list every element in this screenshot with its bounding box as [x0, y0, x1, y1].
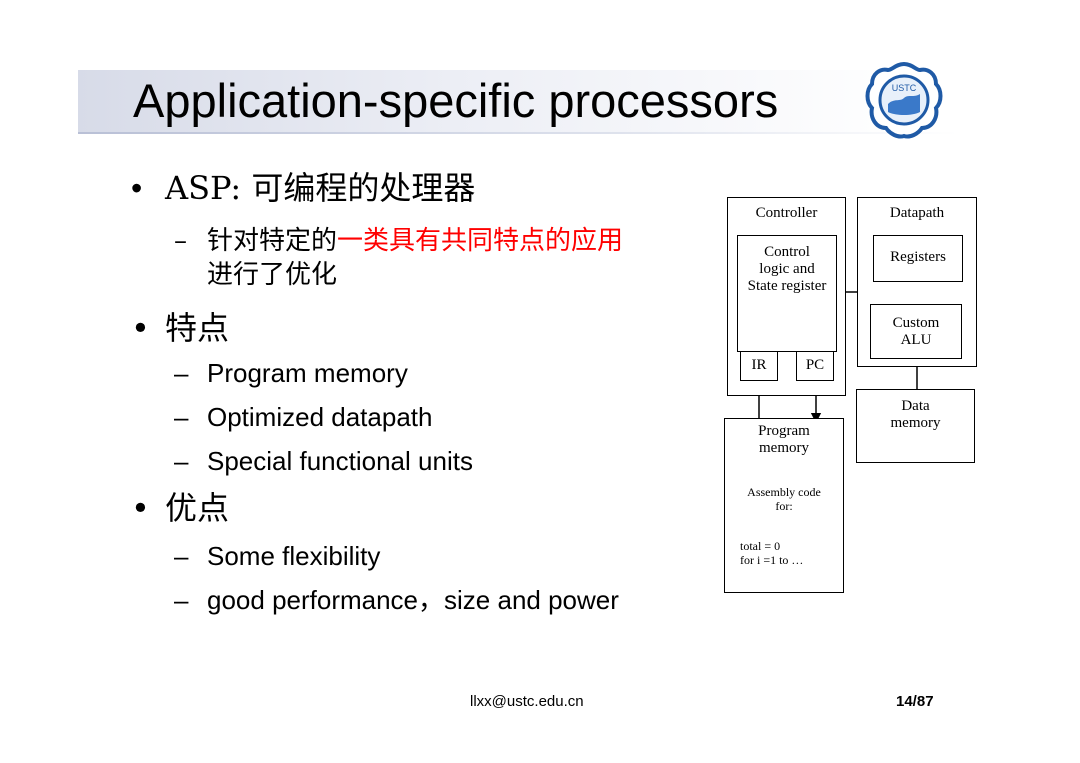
sub-bullet-marker: –: [174, 226, 187, 256]
assembly-code-label: Assembly code for:: [747, 485, 821, 513]
controller-label: Controller: [755, 205, 818, 221]
bullet-text: ASP: 可编程的处理器: [165, 169, 476, 207]
bullet-text: 优点: [165, 489, 230, 527]
custom-alu-label: Custom ALU: [892, 315, 940, 348]
page-number: 14/87: [896, 693, 934, 710]
bullet-text: 特点: [165, 309, 230, 347]
sub-bullet-text: 针对特定的: [207, 226, 338, 256]
bullet-asp: • ASP: 可编程的处理器: [131, 169, 476, 207]
ir-register-box: [740, 351, 778, 381]
pc-label: PC: [805, 357, 825, 373]
svg-text:USTC: USTC: [892, 83, 917, 93]
sub-bullet-text: Optimized datapath: [207, 402, 433, 432]
control-logic-box: [737, 235, 837, 352]
bullet-marker: •: [131, 309, 150, 347]
sub-bullet-marker: –: [174, 446, 189, 476]
sub-bullet-text: Program memory: [207, 358, 408, 388]
bullet-advantages: • 优点: [131, 489, 230, 527]
code-snippet: total = 0 for i =1 to …: [740, 539, 804, 567]
ir-label: IR: [751, 357, 767, 373]
sub-bullet-text: Special functional units: [207, 446, 473, 476]
data-memory-box: [856, 389, 975, 463]
bullet-marker: •: [131, 489, 150, 527]
sub-bullet-marker: –: [174, 402, 189, 432]
sub-bullet-flexibility: – Some flexibility: [174, 540, 381, 572]
sub-bullet-text: good performance，size and power: [207, 585, 619, 615]
sub-bullet-continuation: 进行了优化: [207, 260, 338, 290]
bullet-features: • 特点: [131, 309, 230, 347]
sub-bullet-optimized-for: – 针对特定的一类具有共同特点的应用: [174, 225, 624, 257]
registers-label: Registers: [890, 249, 946, 265]
registers-box: [873, 235, 963, 282]
data-memory-label: Data memory: [890, 398, 941, 431]
slide-title: Application-specific processors: [133, 74, 779, 127]
program-memory-label: Program memory: [758, 423, 810, 456]
footer-email: llxx@ustc.edu.cn: [470, 693, 584, 710]
title-band: [78, 70, 908, 132]
sub-bullet-program-memory: – Program memory: [174, 357, 408, 389]
pc-register-box: [796, 351, 834, 381]
custom-alu-box: [870, 304, 962, 359]
sub-bullet-performance: – good performance，size and power: [174, 584, 619, 616]
highlighted-text: 一类具有共同特点的应用: [337, 226, 624, 256]
bullet-marker: •: [131, 170, 143, 206]
sub-bullet-marker: –: [174, 585, 189, 615]
program-memory-box: [724, 418, 844, 593]
sub-bullet-optimized-datapath: – Optimized datapath: [174, 401, 433, 433]
title-underline: [78, 132, 958, 134]
sub-bullet-special-units: – Special functional units: [174, 445, 473, 477]
ustc-logo-icon: USTC: [865, 61, 943, 139]
sub-bullet-marker: –: [174, 541, 189, 571]
datapath-label: Datapath: [889, 205, 945, 221]
sub-bullet-text: Some flexibility: [207, 541, 381, 571]
control-logic-label: Control logic and State register: [747, 244, 827, 294]
sub-bullet-marker: –: [174, 358, 189, 388]
